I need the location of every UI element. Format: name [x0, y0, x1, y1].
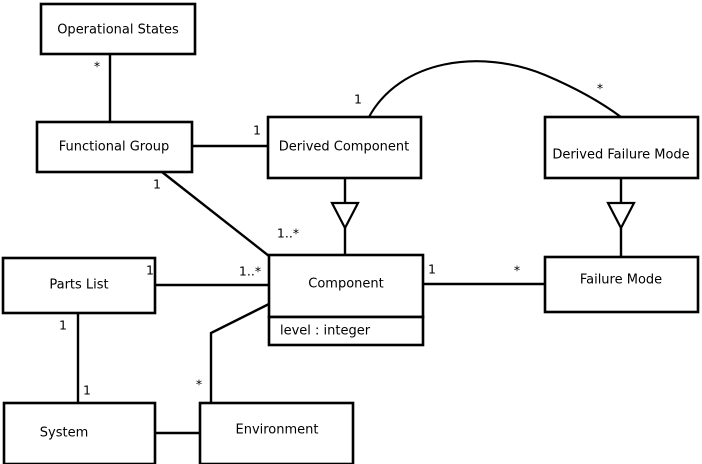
class-box-operational-states[interactable]	[39, 2, 197, 56]
multiplicity-failure-mode-end: *	[514, 263, 520, 278]
class-name-operational-states: Operational States	[57, 23, 179, 38]
generalization-arrow-derived-failure-mode	[606, 201, 636, 231]
multiplicity-functional-group-component: 1	[153, 177, 161, 192]
class-box-derived-failure-mode[interactable]	[543, 115, 700, 180]
class-name-system: System	[40, 426, 88, 441]
association-environment-component	[209, 302, 270, 403]
class-name-component: Component	[308, 277, 383, 292]
multiplicity-environment-end: *	[196, 377, 202, 392]
association-functional-group-component	[161, 171, 270, 257]
multiplicity-parts-list-to-system: 1	[59, 318, 67, 333]
class-box-failure-mode[interactable]	[543, 255, 700, 314]
class-name-parts-list: Parts List	[49, 278, 108, 293]
multiplicity-parts-list-end: 1	[146, 263, 154, 278]
class-box-derived-component[interactable]	[266, 115, 423, 180]
class-box-functional-group[interactable]	[35, 120, 194, 174]
multiplicity-derived-component-curve: 1	[354, 92, 362, 107]
multiplicity-component-to-failure-mode: 1	[428, 262, 436, 277]
class-name-functional-group: Functional Group	[59, 140, 170, 155]
multiplicity-component-from-parts-list: 1..*	[239, 264, 261, 279]
multiplicity-operational-states: *	[94, 59, 100, 74]
class-box-environment[interactable]	[198, 401, 355, 464]
class-box-parts-list[interactable]	[1, 256, 157, 315]
generalization-arrow-derived-component	[330, 201, 360, 231]
attribute-component-level: level : integer	[280, 324, 371, 339]
class-name-derived-component: Derived Component	[279, 140, 410, 155]
class-name-failure-mode: Failure Mode	[580, 273, 662, 288]
multiplicity-component-from-functional-group: 1..*	[277, 226, 299, 241]
association-derived-component-derived-failure-mode	[368, 60, 622, 118]
multiplicity-system-end: 1	[83, 383, 91, 398]
class-box-system[interactable]	[2, 401, 157, 464]
class-name-environment: Environment	[235, 423, 318, 438]
attribute-compartment-component	[267, 315, 425, 347]
multiplicity-derived-component-end: 1	[253, 123, 261, 138]
multiplicity-derived-failure-mode-curve: *	[597, 81, 603, 96]
class-box-component[interactable]	[267, 253, 425, 319]
class-name-derived-failure-mode: Derived Failure Mode	[552, 148, 689, 163]
